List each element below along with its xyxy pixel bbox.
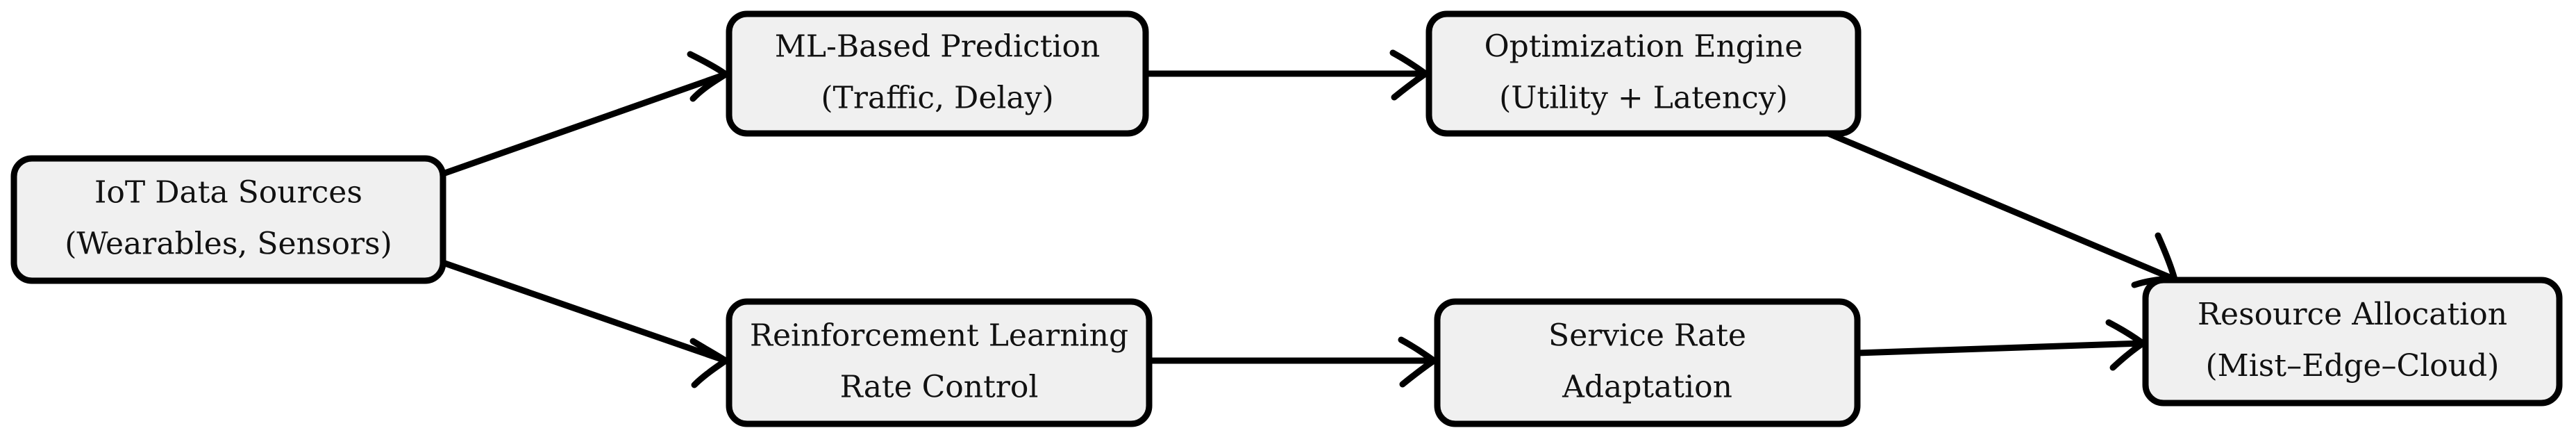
- edge-line: [442, 259, 727, 364]
- node-box[interactable]: [2142, 277, 2563, 407]
- arrowhead-icon: [1389, 49, 1429, 101]
- edge-iot-to-rl: [442, 259, 729, 388]
- node-label-line1: ML-Based Prediction: [775, 29, 1101, 65]
- edge-layer: [442, 49, 2178, 388]
- node-label-line2: Rate Control: [840, 370, 1039, 405]
- edge-rl-to-service-rate: [1149, 336, 1437, 388]
- node-ml-based-prediction[interactable]: ML-Based Prediction (Traffic, Delay): [726, 10, 1149, 137]
- node-layer: IoT Data Sources (Wearables, Sensors) ML-B…: [10, 10, 2563, 427]
- node-label-line2: (Wearables, Sensors): [65, 227, 392, 262]
- node-optimization-engine[interactable]: Optimization Engine (Utility + Latency): [1425, 10, 1862, 137]
- edge-ml-to-optimization: [1146, 49, 1429, 101]
- edge-line: [1827, 130, 2176, 283]
- node-label-line1: Reinforcement Learning: [750, 318, 1128, 354]
- node-label-line2: (Utility + Latency): [1499, 81, 1788, 116]
- node-box[interactable]: [1434, 298, 1861, 427]
- arrowhead-icon: [689, 338, 729, 388]
- edge-iot-to-ml: [442, 51, 729, 177]
- node-box[interactable]: [1425, 10, 1862, 137]
- node-label-line2: (Traffic, Delay): [821, 81, 1053, 116]
- node-label-line1: Resource Allocation: [2198, 297, 2507, 332]
- edge-line: [442, 71, 727, 177]
- arrowhead-icon: [687, 51, 729, 102]
- node-label-line2: Adaptation: [1562, 370, 1732, 405]
- edge-line: [1857, 340, 2143, 356]
- node-label-line1: IoT Data Sources: [94, 175, 362, 211]
- node-box[interactable]: [726, 298, 1153, 427]
- node-resource-allocation[interactable]: Resource Allocation (Mist–Edge–Cloud): [2142, 277, 2563, 407]
- edge-service-rate-to-resource-allocation: [1857, 319, 2146, 371]
- arrowhead-icon: [1398, 336, 1437, 388]
- node-label-line2: (Mist–Edge–Cloud): [2206, 348, 2500, 384]
- edge-optimization-to-resource-allocation: [1827, 130, 2178, 288]
- node-box[interactable]: [726, 10, 1149, 137]
- node-label-line1: Service Rate: [1548, 318, 1746, 354]
- node-iot-data-sources[interactable]: IoT Data Sources (Wearables, Sensors): [10, 155, 446, 284]
- node-label-line1: Optimization Engine: [1484, 29, 1803, 65]
- node-box[interactable]: [10, 155, 446, 284]
